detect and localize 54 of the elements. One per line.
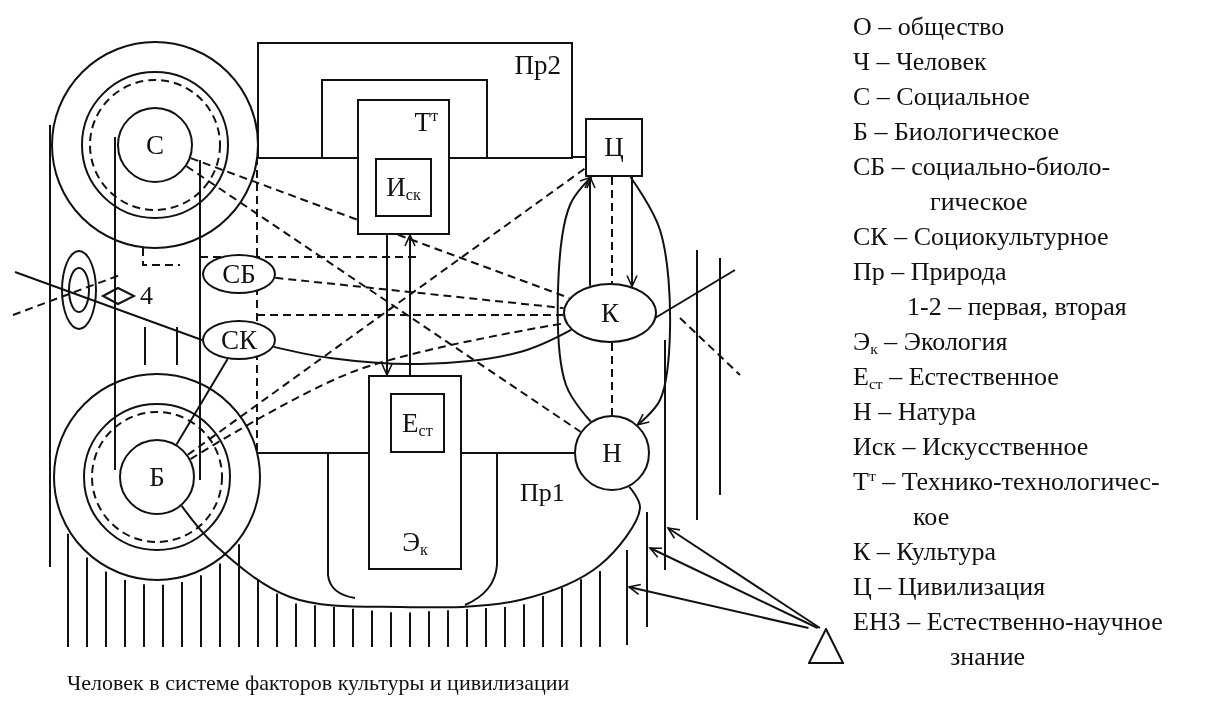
legend-entry: Б – Биологическое — [853, 116, 1060, 148]
frame-box — [390, 393, 445, 453]
arrow — [649, 547, 819, 629]
dashed-line — [611, 176, 613, 285]
node-label: И$_{ск}$ — [386, 174, 421, 201]
node-label: С — [146, 131, 164, 159]
frame-box — [357, 99, 450, 235]
circle-node — [574, 415, 650, 491]
triangle-node — [808, 628, 844, 664]
arrow — [629, 176, 672, 426]
legend-entry: Иск – Искусственное — [853, 431, 1090, 463]
arrow — [381, 234, 393, 376]
legend-entry: Е$_{ст}$ – Естественное — [853, 361, 1060, 394]
legend-entry: Н – Натура — [853, 396, 977, 428]
legend-entry: ЕНЗ – Естественно-научное знание — [853, 606, 1164, 673]
connector-line — [175, 358, 229, 446]
legend-entry: Ц – Цивилизация — [853, 571, 1047, 603]
node-label: СК — [221, 326, 257, 354]
legend-entry: К – Культура — [853, 536, 997, 568]
legend-entry: 1-2 – первая, вторая — [907, 291, 1128, 323]
node-label: Э$_{к}$ — [402, 529, 428, 556]
arrow — [667, 527, 821, 629]
circle-node — [119, 439, 195, 515]
region-label: Пр1 — [520, 480, 565, 506]
legend-entry: Э$_{к}$ – Экология — [853, 326, 1009, 359]
legend-entry: С – Социальное — [853, 81, 1031, 113]
arrow — [404, 234, 416, 376]
arrow — [628, 583, 810, 629]
legend-entry: Пр – Природа — [853, 256, 1008, 288]
node-label: СБ — [222, 260, 256, 288]
connector-line — [180, 485, 641, 609]
legend-entry: Ч – Человек — [853, 46, 988, 78]
node-label: Б — [149, 463, 165, 491]
node-label: Пр2 — [514, 52, 561, 79]
node-label: Е$_{ст}$ — [402, 409, 433, 437]
ellipse-node — [61, 250, 97, 330]
frame-box — [585, 118, 643, 177]
node-label: Н — [602, 439, 622, 467]
dashed-line — [274, 276, 565, 310]
caption: Человек в системе факторов культуры и цивилизации — [67, 670, 570, 696]
ellipse-node — [202, 254, 276, 294]
node-label: Ц — [604, 134, 624, 161]
legend-entry: СБ – социально-биоло- гическое — [853, 151, 1112, 218]
legend-entry: О – общество — [853, 11, 1006, 43]
callout-number: 4 — [140, 283, 153, 309]
frame-box — [368, 375, 462, 570]
frame-box — [375, 158, 432, 217]
ellipse-node — [202, 320, 276, 360]
node-label: Т$^{т}$ — [414, 109, 438, 136]
dashed-line — [611, 341, 613, 416]
arrow — [556, 176, 593, 423]
legend-entry: Т$^{т}$ – Технико-технологичес- кое — [853, 465, 1161, 533]
node-label: К — [601, 299, 619, 327]
legend-entry: СК – Социокультурное — [853, 221, 1110, 253]
